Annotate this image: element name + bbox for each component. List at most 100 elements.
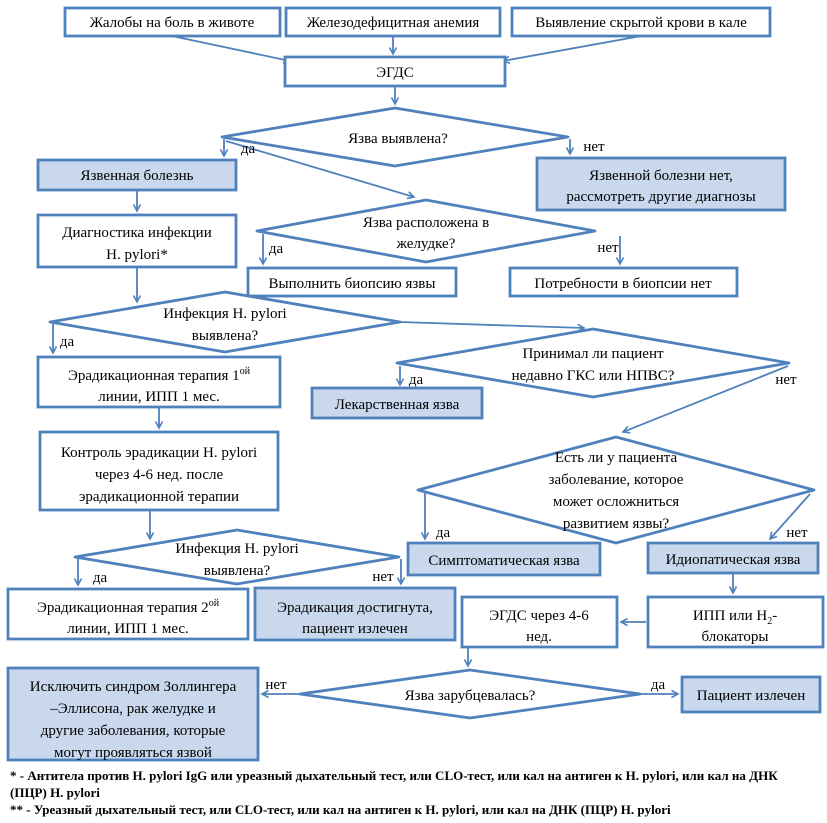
svg-text:могут проявляться язвой: могут проявляться язвой [54,745,212,761]
svg-text:ЭГДС через 4-6: ЭГДС через 4-6 [489,608,589,624]
svg-text:Выявление скрытой крови в кале: Выявление скрытой крови в кале [535,15,747,31]
svg-text:может осложниться: может осложниться [553,494,679,510]
svg-text:H. pylori*: H. pylori* [106,247,168,263]
svg-text:Исключить синдром Золлингера: Исключить синдром Золлингера [30,679,237,695]
svg-text:Потребности в биопсии нет: Потребности в биопсии нет [534,276,712,292]
svg-text:рассмотреть другие диагнозы: рассмотреть другие диагнозы [566,189,755,205]
label-yes: да [60,334,75,350]
svg-text:Язва зарубцевалась?: Язва зарубцевалась? [405,688,536,704]
arrow-no-idiopathic [768,493,811,541]
label-yes: да [651,677,666,693]
svg-text:Язвенная болезнь: Язвенная болезнь [81,168,194,184]
svg-text:Контроль эрадикации H. pylori: Контроль эрадикации H. pylori [61,445,257,461]
decision-ulcer-location: Язва расположена в желудке? [255,198,597,264]
node-no-ulcer: Язвенной болезни нет, рассмотреть другие… [535,156,787,212]
svg-text:Эрадикационная терапия 1ой: Эрадикационная терапия 1ой [68,366,251,384]
label-yes: да [409,372,424,388]
footnote-line-2: (ПЦР) H. pylori [10,785,100,800]
label-no: нет [265,677,287,693]
label-yes: да [241,141,256,157]
footnotes: * - Антитела против H. pylori IgG или ур… [10,768,778,817]
svg-text:через 4-6 нед. после: через 4-6 нед. после [95,467,224,483]
arrow-pain-to-egds [171,35,292,64]
node-pain: Жалобы на боль в животе [63,6,282,38]
svg-text:Жалобы на боль в животе: Жалобы на боль в животе [90,15,255,31]
svg-text:пациент излечен: пациент излечен [302,621,408,637]
svg-text:Диагностика инфекции: Диагностика инфекции [62,225,211,241]
svg-text:Пациент излечен: Пациент излечен [697,688,806,704]
node-anemia: Железодефицитная анемия [284,6,502,38]
label-no: нет [583,139,605,155]
arrow-no-gks-to-disease [621,365,789,434]
node-egds-4-6-weeks: ЭГДС через 4-6 нед. [460,595,619,649]
svg-text:Идиопатическая язва: Идиопатическая язва [666,552,801,568]
footnote-line-1: * - Антитела против H. pylori IgG или ур… [10,768,778,783]
svg-text:–Эллисона, рак желудке и: –Эллисона, рак желудке и [49,701,216,717]
svg-text:желудке?: желудке? [396,236,456,252]
svg-text:Инфекция H. pylori: Инфекция H. pylori [175,541,298,557]
svg-text:Симптоматическая язва: Симптоматическая язва [428,553,580,569]
label-no: нет [372,569,394,585]
nodes: Жалобы на боль в животе Железодефицитная… [6,6,825,762]
arrow-hp1-to-gks [399,321,586,333]
node-idiopathic-ulcer: Идиопатическая язва [646,541,820,575]
svg-text:Язва расположена в: Язва расположена в [363,215,489,231]
svg-text:эрадикационной терапии: эрадикационной терапии [79,489,239,505]
svg-text:нед.: нед. [526,629,552,645]
svg-text:Лекарственная язва: Лекарственная язва [335,397,460,413]
svg-text:Язва выявлена?: Язва выявлена? [348,131,448,147]
svg-text:Эрадикация достигнута,: Эрадикация достигнута, [277,600,433,616]
node-eradication-achieved: Эрадикация достигнута, пациент излечен [253,586,457,642]
label-yes: да [269,241,284,257]
node-eradication-2: Эрадикационная терапия 2ой линии, ИПП 1 … [6,587,250,641]
svg-text:другие заболевания, которые: другие заболевания, которые [41,723,226,739]
svg-text:линии, ИПП 1 мес.: линии, ИПП 1 мес. [98,389,220,405]
svg-text:ИПП или Н2-: ИПП или Н2- [693,608,777,627]
svg-text:Есть ли у пациента: Есть ли у пациента [555,450,678,466]
arrow-ulcer-found-to-location [225,140,416,200]
label-yes: да [436,525,451,541]
edge-labels: да нет да нет да да нет да нет да нет не… [60,139,808,693]
node-occult-blood: Выявление скрытой крови в кале [510,6,772,38]
node-patient-cured: Пациент излечен [680,675,822,714]
svg-text:блокаторы: блокаторы [701,629,768,645]
node-hp-diagnostics: Диагностика инфекции H. pylori* [36,213,238,269]
arrow-blood-to-egds [501,35,642,65]
decision-complicating-disease: Есть ли у пациента заболевание, которое … [416,435,816,545]
decision-hp-infection-1: Инфекция H. pylori выявлена? [48,290,402,354]
decision-gks-npvs: Принимал ли пациент недавно ГКС или НПВС… [395,327,791,399]
svg-text:выявлена?: выявлена? [192,328,259,344]
svg-text:линии, ИПП 1 мес.: линии, ИПП 1 мес. [67,621,189,637]
node-eradication-1: Эрадикационная терапия 1ой линии, ИПП 1 … [36,355,282,409]
decision-ulcer-found: Язва выявлена? [220,106,570,168]
svg-text:Выполнить биопсию язвы: Выполнить биопсию язвы [269,276,436,292]
label-no: нет [597,240,619,256]
svg-text:Принимал ли пациент: Принимал ли пациент [522,346,664,362]
svg-text:Язвенной болезни нет,: Язвенной болезни нет, [589,168,733,184]
node-drug-ulcer: Лекарственная язва [310,386,484,420]
svg-text:Эрадикационная терапия 2ой: Эрадикационная терапия 2ой [37,598,220,616]
decision-ulcer-healed: Язва зарубцевалась? [298,668,642,720]
node-biopsy: Выполнить биопсию язвы [246,266,458,298]
connectors [48,35,811,699]
node-ipp-h2-blockers: ИПП или Н2- блокаторы [646,595,825,649]
svg-text:развитием язвы?: развитием язвы? [563,516,670,532]
label-no: нет [775,372,797,388]
node-exclude-zollinger: Исключить синдром Золлингера –Эллисона, … [6,666,260,762]
node-ulcer-disease: Язвенная болезнь [36,158,238,192]
label-yes: да [93,570,108,586]
svg-text:Железодефицитная анемия: Железодефицитная анемия [307,15,480,31]
node-eradication-control: Контроль эрадикации H. pylori через 4-6 … [38,430,280,512]
node-egds: ЭГДС [283,55,507,88]
svg-text:недавно ГКС или НПВС?: недавно ГКС или НПВС? [512,368,675,384]
node-no-biopsy: Потребности в биопсии нет [508,266,739,298]
svg-text:заболевание, которое: заболевание, которое [549,472,684,488]
decision-hp-infection-2: Инфекция H. pylori выявлена? [73,528,401,586]
svg-text:ЭГДС: ЭГДС [376,65,414,81]
label-no: нет [786,525,808,541]
svg-text:выявлена?: выявлена? [204,563,271,579]
footnote-line-3: ** - Уреазный дыхательный тест, или CLO-… [10,802,671,817]
svg-text:Инфекция H. pylori: Инфекция H. pylori [163,306,286,322]
